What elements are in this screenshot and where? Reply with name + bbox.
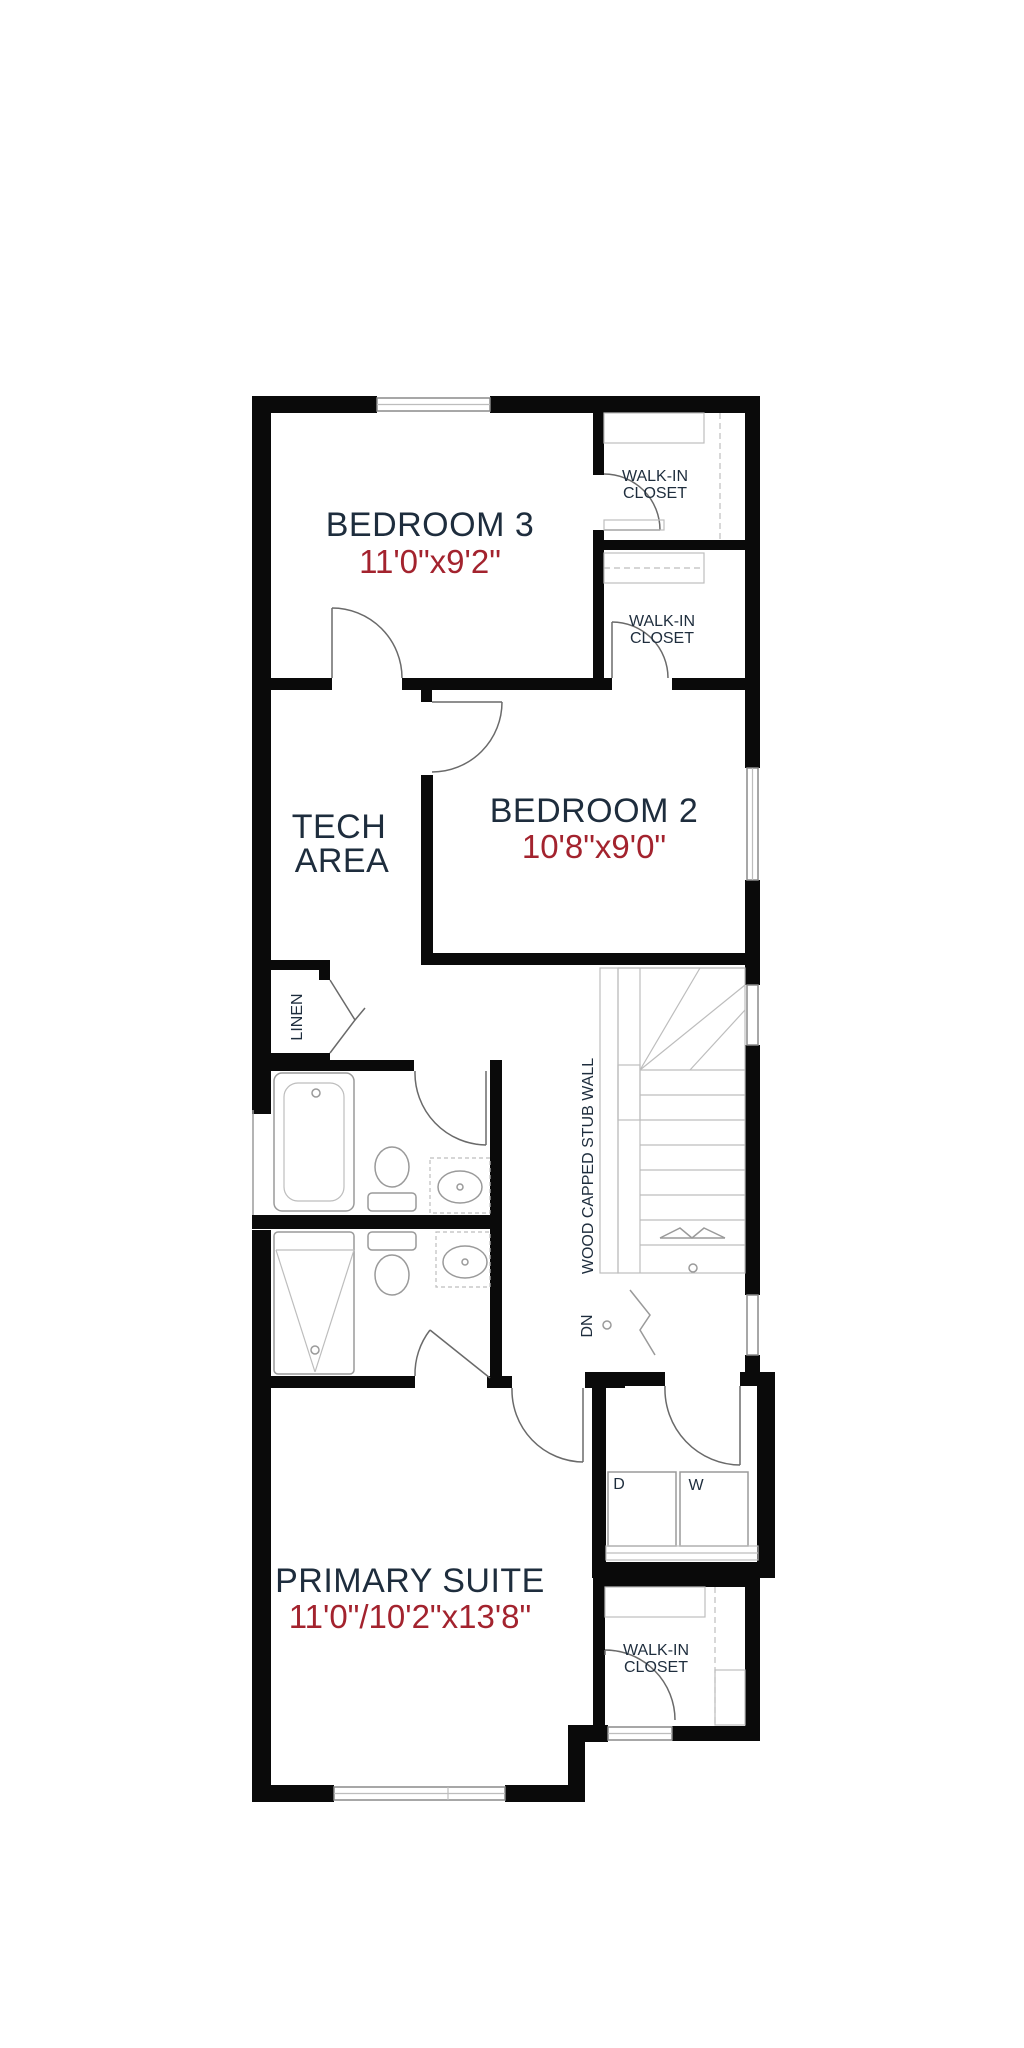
exterior-wall-bottom-left [252, 1785, 334, 1802]
primary-suite-dims: 11'0"/10'2"x13'8" [289, 1598, 531, 1635]
washer-dryer [605, 1471, 759, 1561]
bedroom2-dims: 10'8"x9'0" [522, 828, 666, 865]
staircase [599, 967, 746, 1356]
bath2-wall-right [490, 1215, 502, 1388]
bath2-wall-bottom-right [487, 1376, 512, 1388]
closet3-label-line1: WALK-IN [623, 1642, 689, 1659]
fixtures [252, 412, 759, 1726]
bedroom3-dims: 11'0"x9'2" [359, 543, 501, 580]
bath2-wall-bottom-left [252, 1376, 415, 1388]
closet3-shelving [604, 1586, 746, 1726]
walls [252, 396, 775, 1802]
closet2-shelving [603, 552, 705, 584]
door-laundry[interactable] [664, 1385, 741, 1466]
door-walk-in-closet-2[interactable] [611, 621, 669, 679]
stub-wall-label: WOOD CAPPED STUB WALL [580, 1058, 597, 1274]
closet2-label-line1: WALK-IN [629, 613, 695, 630]
window-stair-right-a [746, 984, 759, 1046]
closet1-label-line1: WALK-IN [622, 468, 688, 485]
exterior-wall-right-bottom [745, 1575, 760, 1741]
closet2-label-line2: CLOSET [630, 630, 694, 647]
exterior-wall-right-mid-c [745, 1355, 760, 1375]
window-stair-right-b [746, 1294, 759, 1356]
closet1-wall-left-a [593, 410, 604, 475]
bath-divider-wall [252, 1215, 502, 1229]
closet3-wall-top [593, 1575, 753, 1587]
bedroom2-wall-left-stub [421, 690, 432, 702]
exterior-wall-top-left [252, 396, 377, 413]
vanity-1 [429, 1157, 491, 1214]
closet1-shelving [603, 412, 721, 540]
primary-suite-name: PRIMARY SUITE [275, 1562, 545, 1600]
toilet-2 [367, 1231, 417, 1296]
exterior-wall-right-top [745, 396, 760, 768]
closet1-label-line2: CLOSET [623, 485, 687, 502]
exterior-wall-left-upper [252, 396, 271, 1114]
closet3-label-line2: CLOSET [624, 1659, 688, 1676]
bedroom2-name: BEDROOM 2 [490, 792, 699, 830]
exterior-wall-right-mid-a [745, 880, 760, 985]
exterior-wall-bottom-far-right [672, 1726, 760, 1741]
bathtub [252, 1072, 355, 1215]
laundry-wall-left [592, 1372, 606, 1578]
closet2-wall-bottom-right [672, 678, 760, 690]
door-bathroom-1[interactable] [414, 1070, 487, 1146]
exterior-wall-right-mid-b [745, 1045, 760, 1295]
stairs-down-label: DN [579, 1314, 596, 1337]
exterior-wall-bottom-step [568, 1725, 585, 1802]
bath1-wall-top [252, 1060, 414, 1071]
washer-label: W [688, 1477, 704, 1494]
exterior-wall-top-right [490, 396, 760, 413]
exterior-wall-bottom-right [505, 1785, 585, 1802]
laundry-wall-bottom [600, 1562, 775, 1578]
bedroom3-name: BEDROOM 3 [326, 506, 535, 544]
tech-area-line1: TECH [292, 808, 387, 846]
door-primary-suite[interactable] [511, 1387, 584, 1463]
closet1-wall-bottom [593, 540, 760, 550]
dryer-label: D [613, 1476, 625, 1493]
linen-label: LINEN [289, 993, 306, 1040]
door-bedroom2[interactable] [431, 701, 503, 773]
toilet-1 [367, 1146, 417, 1212]
door-walk-in-closet-3[interactable] [604, 1649, 676, 1721]
door-bathroom-2[interactable] [414, 1329, 491, 1379]
shower [273, 1231, 355, 1375]
laundry-wall-right [757, 1372, 775, 1578]
bedroom2-wall-bottom [421, 953, 760, 965]
tech-area-line2: AREA [295, 842, 390, 880]
doors [329, 473, 741, 1721]
laundry-wall-top-right [740, 1372, 775, 1386]
door-linen[interactable] [329, 979, 366, 1054]
hall-wall-bottom [585, 1376, 625, 1388]
closet3-wall-left [593, 1575, 605, 1730]
linen-wall-top [252, 960, 330, 970]
bath1-wall-right [490, 1060, 502, 1215]
closet1-wall-left-b [593, 530, 604, 685]
linen-wall-stub [319, 960, 330, 980]
bedroom2-wall-left [421, 775, 433, 965]
linen-wall-bottom [252, 1053, 330, 1064]
vanity-2 [435, 1231, 491, 1288]
door-bedroom3[interactable] [331, 607, 403, 679]
bedroom3-wall-bottom-right [402, 678, 612, 690]
bedroom3-wall-bottom-left [252, 678, 332, 690]
windows [333, 397, 759, 1801]
exterior-wall-left-lower [252, 1230, 271, 1802]
labels: BEDROOM 3 11'0"x9'2" BEDROOM 2 10'8"x9'0… [275, 468, 704, 1676]
